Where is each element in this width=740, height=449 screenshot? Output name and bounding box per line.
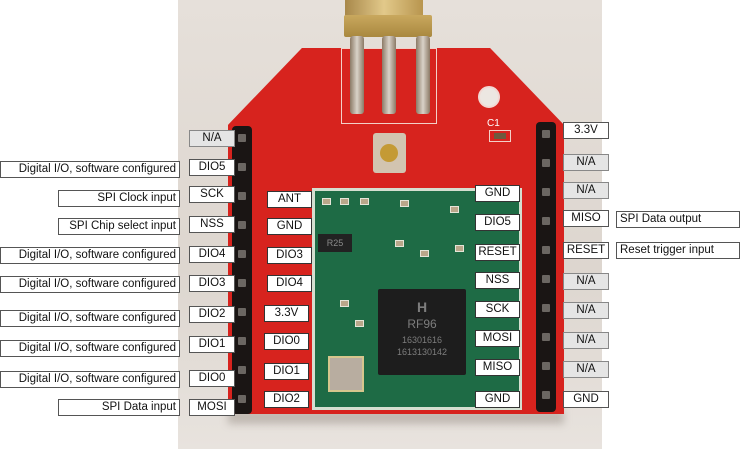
module-right-pin-label: MOSI [475, 330, 520, 347]
left-pin-description: Digital I/O, software configured [0, 161, 180, 178]
right-pin-label: MISO [563, 210, 609, 227]
sma-leg [416, 36, 430, 114]
right-pin-label: N/A [563, 302, 609, 319]
module-right-pin-label: SCK [475, 301, 520, 318]
left-pin-description: SPI Data input [58, 399, 180, 416]
left-pin-label: DIO5 [189, 159, 235, 176]
sma-leg [350, 36, 364, 114]
sma-connector-base [344, 15, 432, 37]
module-right-pin-label: NSS [475, 272, 520, 289]
left-pin-description: SPI Clock input [58, 190, 180, 207]
module-left-pin-label: 3.3V [264, 305, 309, 322]
left-pin-label: SCK [189, 186, 235, 203]
right-pin-label: N/A [563, 273, 609, 290]
left-pin-description: Digital I/O, software configured [0, 310, 180, 327]
right-pin-description: SPI Data output [616, 211, 740, 228]
left-pin-description: SPI Chip select input [58, 218, 180, 235]
sma-connector [345, 0, 423, 18]
left-pin-label: DIO1 [189, 336, 235, 353]
module-right-pin-label: GND [475, 391, 520, 408]
right-pin-label: N/A [563, 182, 609, 199]
left-pin-label: NSS [189, 216, 235, 233]
chip-model: RF96 [407, 317, 437, 331]
module-left-pin-label: DIO2 [264, 391, 309, 408]
mounting-hole [478, 86, 500, 108]
right-pin-label: N/A [563, 154, 609, 171]
capacitor-c1 [489, 130, 511, 142]
left-pin-description: Digital I/O, software configured [0, 276, 180, 293]
left-pin-description: Digital I/O, software configured [0, 247, 180, 264]
left-pin-label: DIO3 [189, 275, 235, 292]
left-pin-label: DIO2 [189, 306, 235, 323]
rf96-chip: H RF96 16301616 1613130142 [378, 289, 466, 375]
chip-logo: H [416, 299, 428, 315]
sma-leg [382, 36, 396, 114]
right-pin-description: Reset trigger input [616, 242, 740, 259]
ufl-connector [373, 133, 406, 173]
module-right-pin-label: MISO [475, 359, 520, 376]
module-left-pin-label: DIO1 [264, 363, 309, 380]
right-pin-label: N/A [563, 332, 609, 349]
chip-code-1: 16301616 [401, 335, 443, 345]
right-pin-label: N/A [563, 361, 609, 378]
right-pin-label: GND [563, 391, 609, 408]
module-left-pin-label: DIO0 [264, 333, 309, 350]
left-pin-label: DIO4 [189, 246, 235, 263]
left-pin-label: DIO0 [189, 370, 235, 387]
right-pin-header [536, 122, 556, 412]
right-pin-label: 3.3V [563, 122, 609, 139]
module-right-pin-label: DIO5 [475, 214, 520, 231]
right-pin-label: RESET [563, 242, 609, 259]
left-pin-description: Digital I/O, software configured [0, 371, 180, 388]
module-right-pin-label: GND [475, 185, 520, 202]
left-pin-label: N/A [189, 130, 235, 147]
module-left-pin-label: ANT [267, 191, 312, 208]
chip-code-2: 1613130142 [396, 347, 448, 357]
module-right-pin-label: RESET [475, 244, 520, 261]
left-pin-label: MOSI [189, 399, 235, 416]
capacitor-label: C1 [487, 118, 500, 129]
module-left-pin-label: GND [267, 218, 312, 235]
left-pin-description: Digital I/O, software configured [0, 340, 180, 357]
module-left-pin-label: DIO3 [267, 247, 312, 264]
left-pin-header [232, 126, 252, 414]
module-left-pin-label: DIO4 [267, 275, 312, 292]
resistor-r25: R25 [318, 234, 352, 252]
crystal-oscillator [328, 356, 364, 392]
